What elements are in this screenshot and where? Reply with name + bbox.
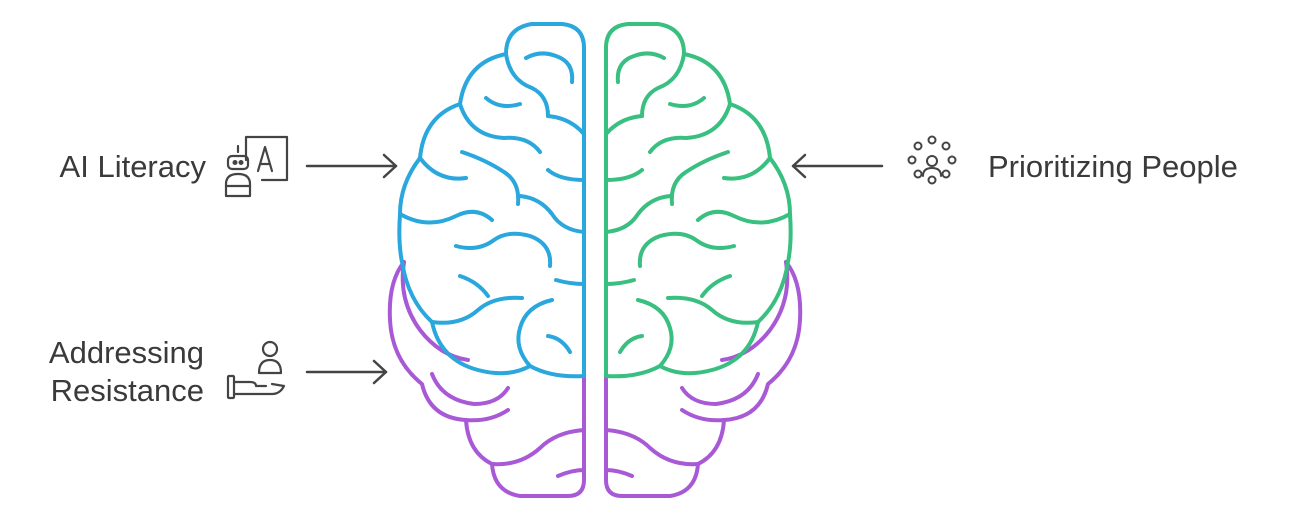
person-on-hand-icon [226, 340, 286, 400]
label-addressing-resistance-line1: Addressing [48, 335, 204, 370]
right-hemisphere-green [604, 22, 793, 379]
label-ai-literacy: AI Literacy [59, 149, 206, 184]
arrow-prioritizing-people [791, 153, 884, 179]
robot-teacher-icon [224, 135, 289, 198]
lower-brain-purple [387, 260, 803, 498]
arrow-ai-literacy [305, 153, 398, 179]
label-addressing-resistance: Addressing Resistance [14, 334, 204, 410]
arrow-addressing-resistance [305, 359, 388, 385]
people-circle-icon [907, 135, 957, 185]
label-addressing-resistance-line2: Resistance [50, 373, 204, 408]
left-hemisphere-blue [397, 22, 586, 379]
label-prioritizing-people: Prioritizing People [988, 149, 1238, 184]
